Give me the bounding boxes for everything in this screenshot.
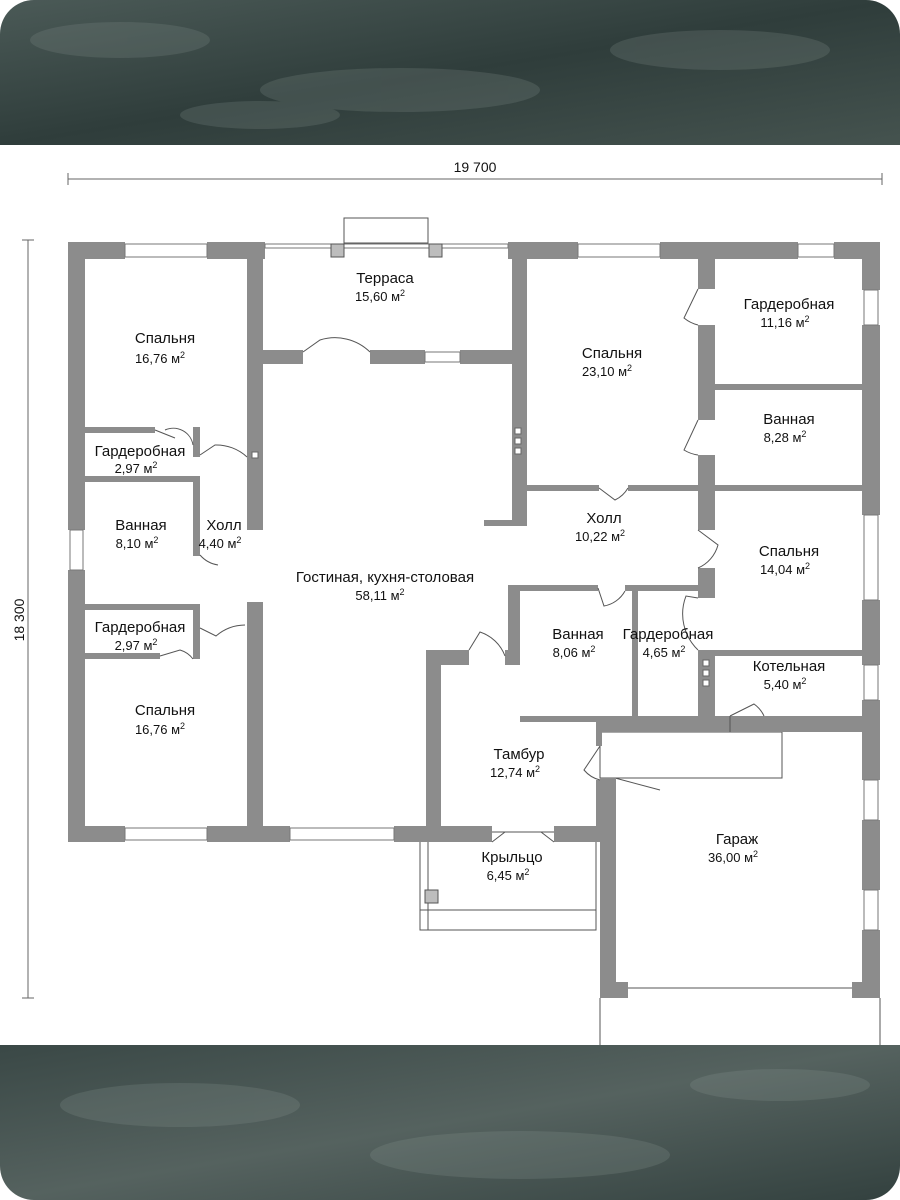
room-name: Спальня bbox=[582, 345, 642, 362]
room-name: Ванная bbox=[115, 517, 166, 534]
room-tambour: Тамбур 12,74 м2 bbox=[490, 746, 545, 780]
room-area: 23,10 м2 bbox=[582, 363, 632, 379]
height-dimension: 18 300 bbox=[11, 598, 27, 641]
room-bedroom-right: Спальня 14,04 м2 bbox=[759, 543, 819, 577]
room-name: Гардеробная bbox=[95, 443, 186, 460]
room-hall-left: Холл 4,40 м2 bbox=[199, 517, 242, 551]
vent-squares bbox=[251, 427, 710, 687]
room-name: Гардеробная bbox=[744, 296, 835, 313]
room-area: 2,97 м2 bbox=[115, 460, 158, 476]
walls bbox=[68, 242, 880, 998]
room-area: 4,40 м2 bbox=[199, 535, 242, 551]
room-name: Холл bbox=[206, 517, 241, 534]
bottom-stone-band bbox=[0, 1045, 900, 1200]
room-name: Гараж bbox=[716, 831, 758, 848]
room-area: 36,00 м2 bbox=[708, 849, 758, 865]
room-name: Терраса bbox=[356, 270, 414, 287]
room-area: 8,28 м2 bbox=[764, 429, 807, 445]
room-name: Холл bbox=[586, 510, 621, 527]
room-area: 10,22 м2 bbox=[575, 528, 625, 544]
room-area: 11,16 м2 bbox=[760, 314, 809, 330]
room-name: Спальня bbox=[135, 330, 195, 347]
room-porch: Крыльцо 6,45 м2 bbox=[481, 849, 542, 883]
room-area: 12,74 м2 bbox=[490, 764, 540, 780]
room-area: 14,04 м2 bbox=[760, 561, 810, 577]
room-name: Котельная bbox=[753, 658, 826, 675]
room-area: 6,45 м2 bbox=[487, 867, 530, 883]
room-wardrobe-center: Гардеробная 4,65 м2 bbox=[623, 626, 714, 660]
room-bathroom-right: Ванная 8,28 м2 bbox=[763, 411, 814, 445]
room-area: 4,65 м2 bbox=[643, 644, 686, 660]
room-area: 8,06 м2 bbox=[553, 644, 596, 660]
room-living-kitchen: Гостиная, кухня-столовая 58,11 м2 bbox=[296, 569, 474, 603]
room-name: Тамбур bbox=[494, 746, 545, 763]
room-name: Гардеробная bbox=[95, 619, 186, 636]
room-name: Ванная bbox=[552, 626, 603, 643]
windows bbox=[69, 243, 879, 931]
room-wardrobe-left-top: Гардеробная 2,97 м2 bbox=[95, 443, 186, 476]
room-wardrobe-left-bottom: Гардеробная 2,97 м2 bbox=[95, 619, 186, 653]
room-name: Крыльцо bbox=[481, 849, 542, 866]
dimension-lines bbox=[22, 173, 883, 999]
terrace-posts bbox=[330, 243, 443, 904]
room-bathroom-center: Ванная 8,06 м2 bbox=[552, 626, 603, 660]
room-area: 5,40 м2 bbox=[764, 676, 807, 692]
room-terrace: Терраса 15,60 м2 bbox=[355, 270, 414, 304]
room-name: Спальня bbox=[759, 543, 819, 560]
room-garage: Гараж 36,00 м2 bbox=[708, 831, 758, 865]
room-wardrobe-right: Гардеробная 11,16 м2 bbox=[744, 296, 835, 330]
room-name: Ванная bbox=[763, 411, 814, 428]
room-bedroom-left-bottom: Спальня 16,76 м2 bbox=[135, 702, 195, 737]
room-area: 15,60 м2 bbox=[355, 288, 405, 304]
room-area: 8,10 м2 bbox=[116, 535, 159, 551]
room-area: 16,76 м2 bbox=[135, 721, 185, 737]
room-hall-center: Холл 10,22 м2 bbox=[575, 510, 625, 544]
room-bathroom-left: Ванная 8,10 м2 bbox=[115, 517, 166, 551]
room-area: 58,11 м2 bbox=[355, 587, 404, 603]
room-area: 16,76 м2 bbox=[135, 350, 185, 366]
room-area: 2,97 м2 bbox=[115, 637, 158, 653]
top-stone-band bbox=[0, 0, 900, 145]
doors bbox=[154, 288, 765, 843]
room-boiler: Котельная 5,40 м2 bbox=[753, 658, 826, 692]
room-labels: Терраса 15,60 м2 Спальня 16,76 м2 Гардер… bbox=[95, 270, 835, 883]
room-bedroom-center: Спальня 23,10 м2 bbox=[582, 345, 642, 379]
room-name: Спальня bbox=[135, 702, 195, 719]
room-name: Гостиная, кухня-столовая bbox=[296, 569, 474, 586]
room-bedroom-left-top: Спальня 16,76 м2 bbox=[135, 330, 195, 366]
outdoor-outlines bbox=[343, 217, 881, 1045]
room-name: Гардеробная bbox=[623, 626, 714, 643]
width-dimension: 19 700 bbox=[454, 159, 497, 175]
